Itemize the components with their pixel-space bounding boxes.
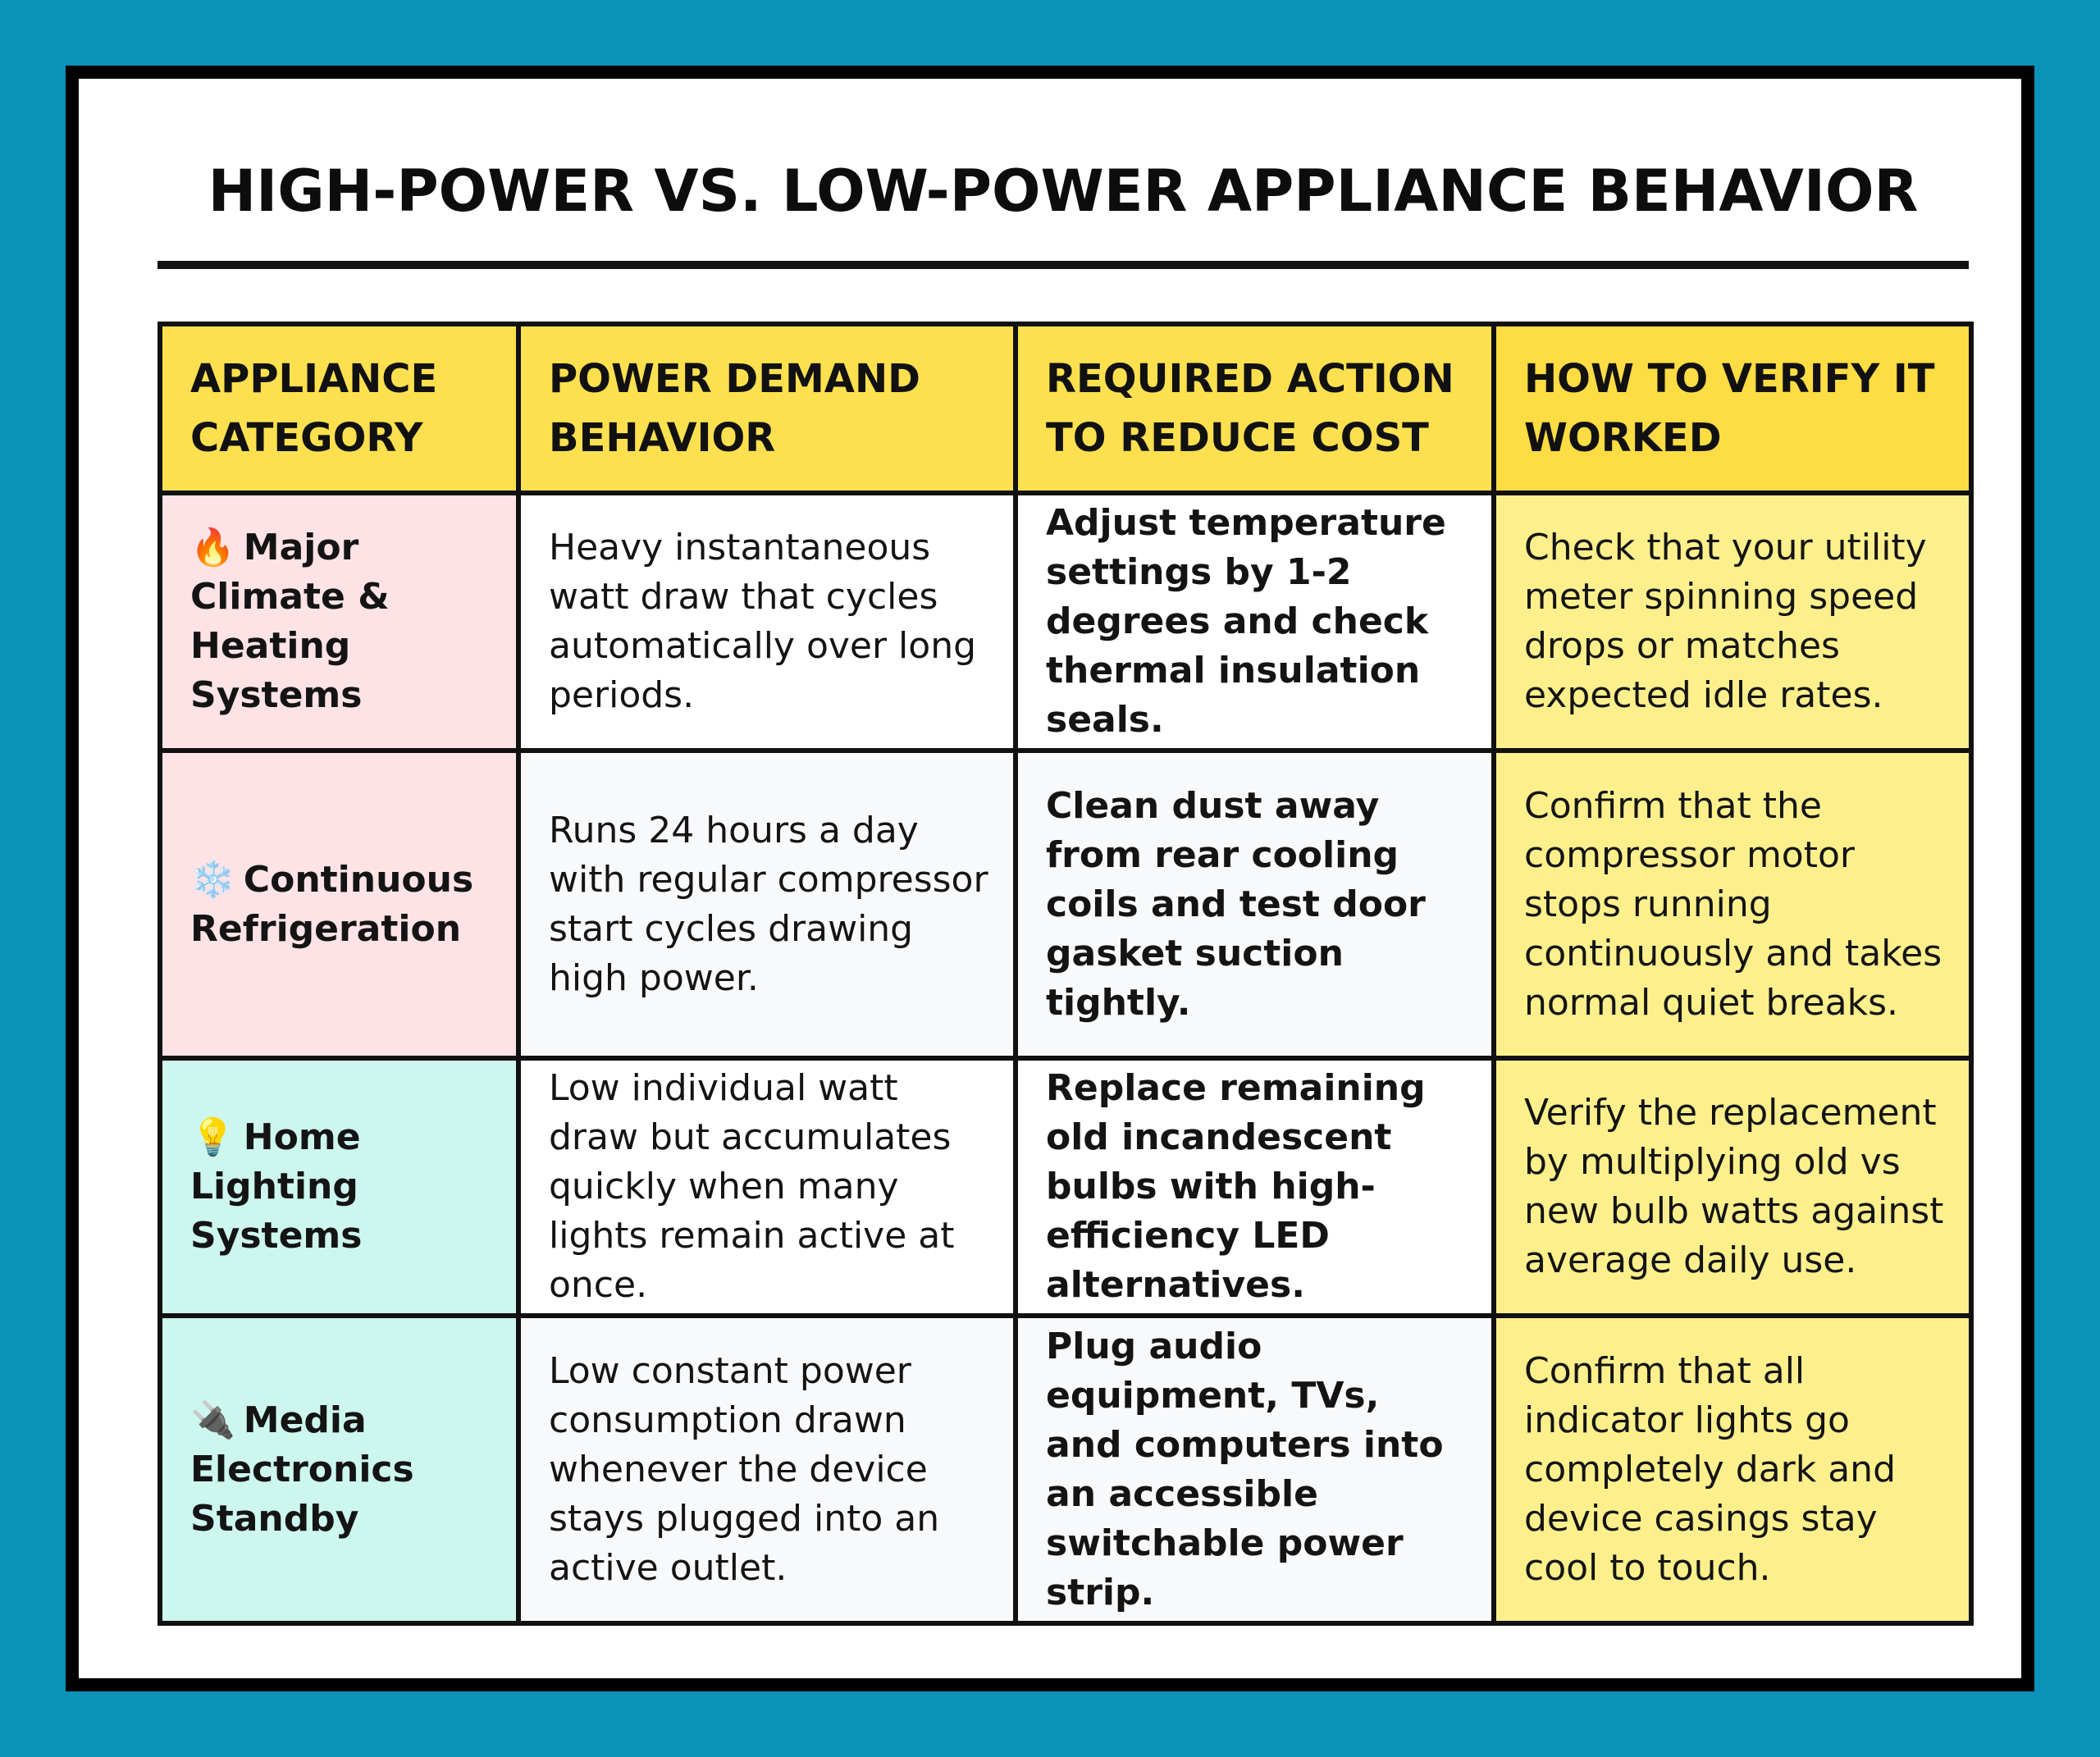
action-cell: Plug audio equipment, TVs, and computers… bbox=[1013, 1313, 1496, 1626]
category-label: Home Lighting Systems bbox=[190, 1116, 363, 1257]
demand-cell: Runs 24 hours a day with regular compres… bbox=[516, 748, 1018, 1061]
header-required-action: REQUIRED ACTION TO REDUCE COST bbox=[1013, 322, 1496, 495]
title-divider bbox=[158, 261, 1969, 269]
category-cell: 🔌Media Electronics Standby bbox=[158, 1313, 521, 1626]
verify-cell: Confirm that all indicator lights go com… bbox=[1491, 1313, 1974, 1626]
comparison-table: APPLIANCE CATEGORY POWER DEMAND BEHAVIOR… bbox=[158, 322, 1974, 1626]
light-bulb-icon: 💡 bbox=[190, 1116, 235, 1159]
table-row: 🔌Media Electronics Standby Low constant … bbox=[158, 1313, 1974, 1626]
verify-cell: Check that your utility meter spinning s… bbox=[1491, 490, 1974, 754]
table-row: 💡Home Lighting Systems Low individual wa… bbox=[158, 1055, 1974, 1319]
verify-cell: Confirm that the compressor motor stops … bbox=[1491, 748, 1974, 1061]
table-row: 🔥Major Climate & Heating Systems Heavy i… bbox=[158, 490, 1974, 754]
header-appliance-category: APPLIANCE CATEGORY bbox=[158, 322, 521, 495]
plug-icon: 🔌 bbox=[190, 1399, 235, 1441]
table-header-row: APPLIANCE CATEGORY POWER DEMAND BEHAVIOR… bbox=[158, 322, 1974, 495]
action-cell: Clean dust away from rear cooling coils … bbox=[1013, 748, 1496, 1061]
category-cell: 🔥Major Climate & Heating Systems bbox=[158, 490, 521, 754]
fire-icon: 🔥 bbox=[190, 527, 235, 569]
category-cell: 💡Home Lighting Systems bbox=[158, 1055, 521, 1319]
demand-cell: Low constant power consumption drawn whe… bbox=[516, 1313, 1018, 1626]
page-title: HIGH-POWER VS. LOW-POWER APPLIANCE BEHAV… bbox=[208, 157, 1919, 225]
category-cell: ❄️Continuous Refrigeration bbox=[158, 748, 521, 1061]
header-how-to-verify: HOW TO VERIFY IT WORKED bbox=[1491, 322, 1974, 495]
header-power-demand-behavior: POWER DEMAND BEHAVIOR bbox=[516, 322, 1018, 495]
category-label: Continuous Refrigeration bbox=[190, 858, 474, 950]
demand-cell: Heavy instantaneous watt draw that cycle… bbox=[516, 490, 1018, 754]
action-cell: Replace remaining old incandescent bulbs… bbox=[1013, 1055, 1496, 1319]
action-cell: Adjust temperature settings by 1-2 degre… bbox=[1013, 490, 1496, 754]
infographic-card: HIGH-POWER VS. LOW-POWER APPLIANCE BEHAV… bbox=[66, 66, 2034, 1691]
table-row: ❄️Continuous Refrigeration Runs 24 hours… bbox=[158, 748, 1974, 1061]
snowflake-icon: ❄️ bbox=[190, 858, 235, 901]
verify-cell: Verify the replacement by multiplying ol… bbox=[1491, 1055, 1974, 1319]
category-label: Media Electronics Standby bbox=[190, 1399, 414, 1540]
category-label: Major Climate & Heating Systems bbox=[190, 527, 390, 717]
demand-cell: Low individual watt draw but accumulates… bbox=[516, 1055, 1018, 1319]
